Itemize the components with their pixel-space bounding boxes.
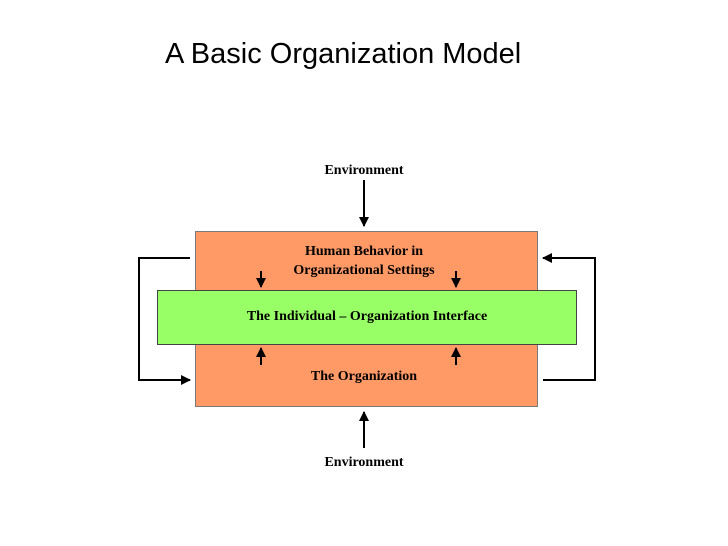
human-behavior-line-1: Human Behavior in bbox=[305, 244, 423, 259]
environment-top-label: Environment bbox=[324, 163, 404, 178]
environment-bottom-label: Environment bbox=[324, 455, 404, 470]
human-behavior-line-2: Organizational Settings bbox=[293, 263, 435, 278]
human-behavior-label: Human Behavior in Organizational Setting… bbox=[254, 242, 474, 280]
interface-bar bbox=[157, 290, 577, 345]
organization-label: The Organization bbox=[310, 369, 418, 384]
feedback-loop-right bbox=[542, 253, 596, 381]
slide-title: A Basic Organization Model bbox=[165, 38, 522, 70]
feedback-loop-left bbox=[138, 257, 191, 385]
interface-label: The Individual – Organization Interface bbox=[246, 309, 488, 324]
